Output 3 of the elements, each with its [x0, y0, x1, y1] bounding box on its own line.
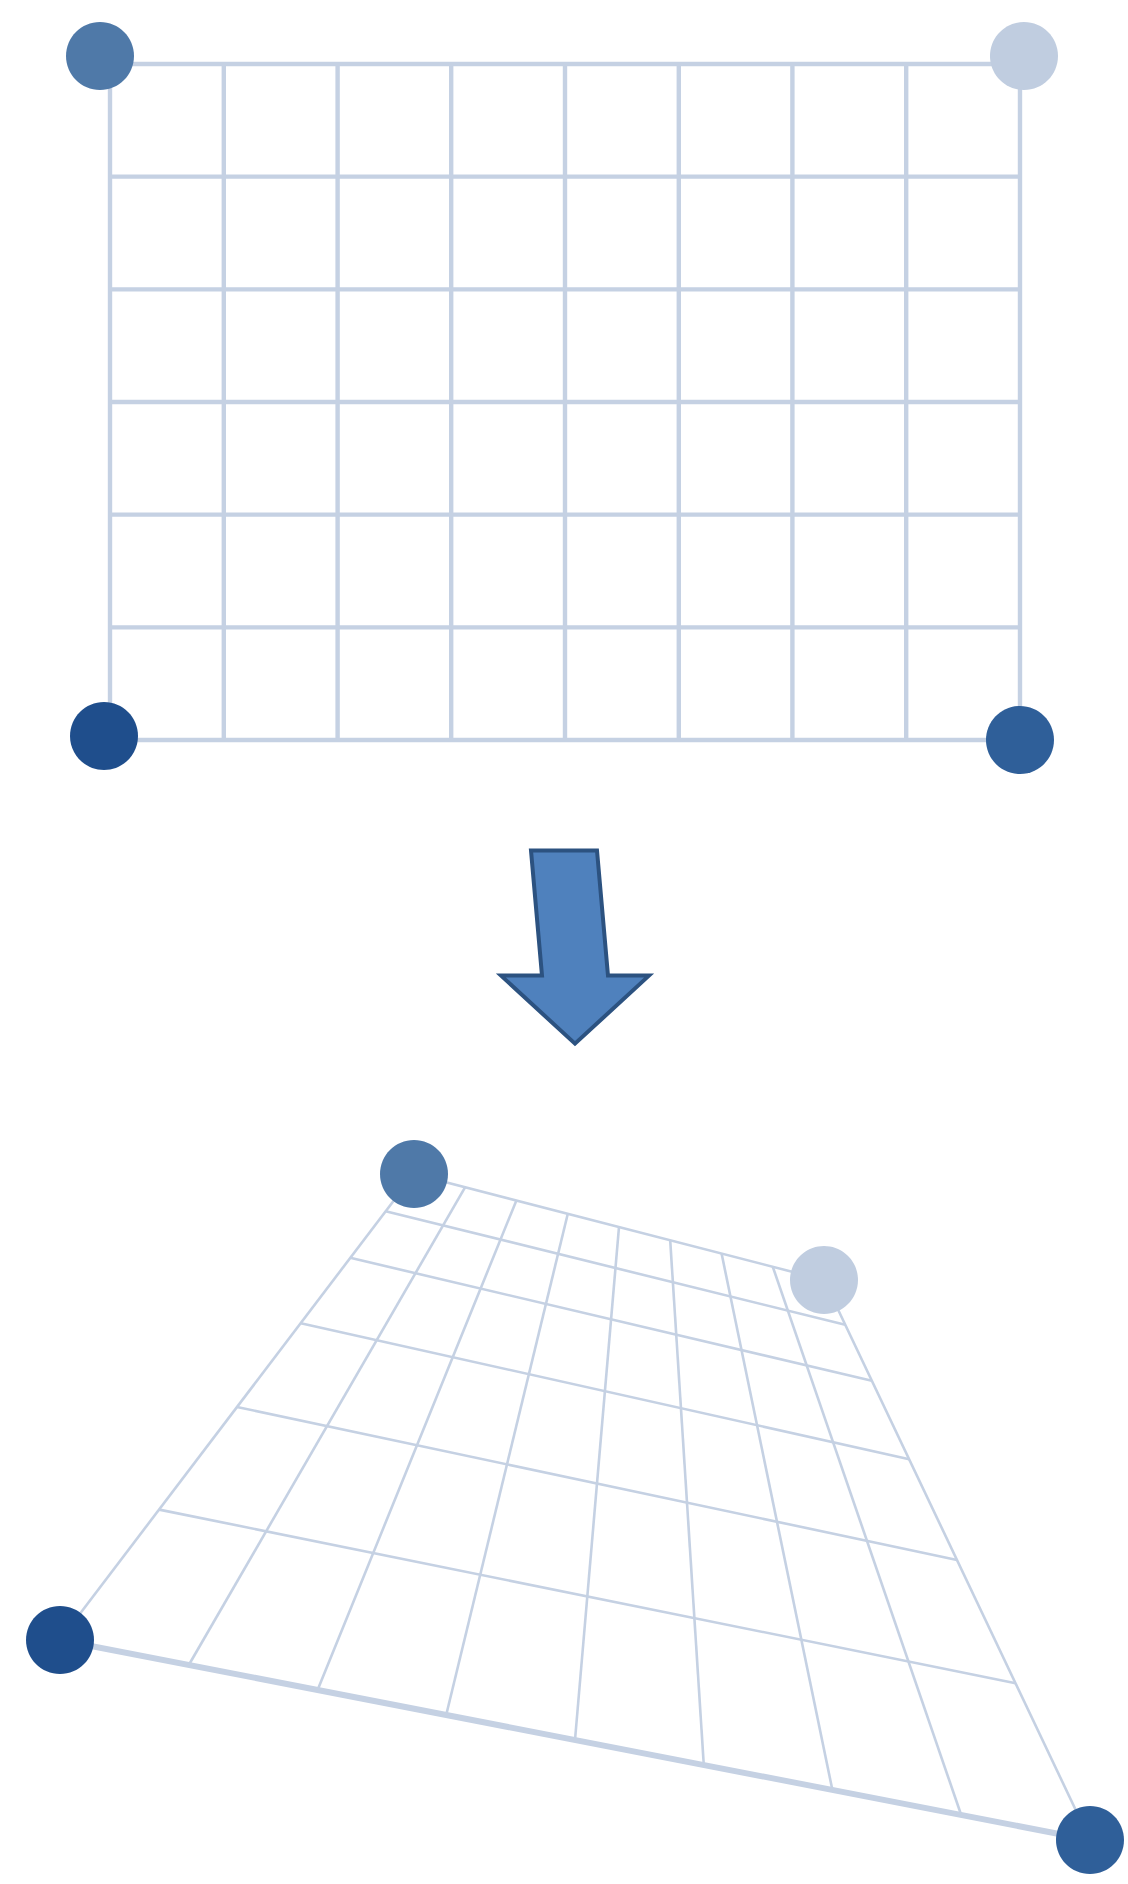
arrow — [495, 848, 655, 1047]
grid-drawing — [66, 22, 1058, 774]
grid-drawing — [26, 1140, 1124, 1874]
